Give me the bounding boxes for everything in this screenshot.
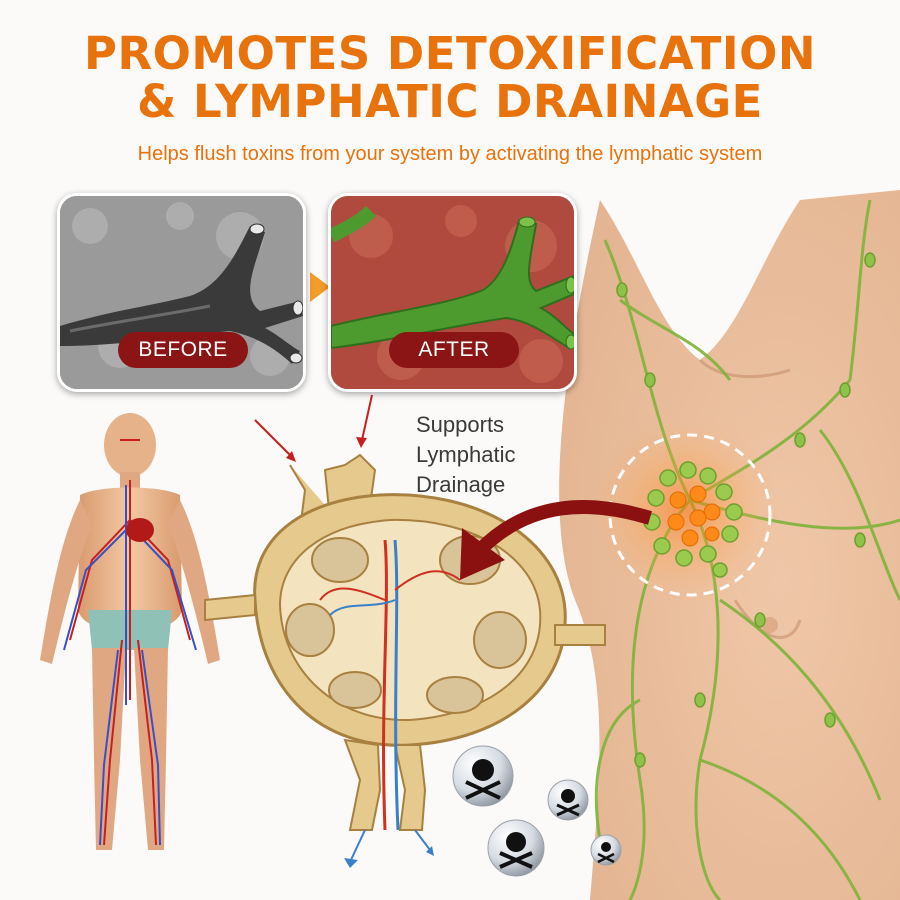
- skull-crossbones-icon: [487, 819, 545, 877]
- headline-line-2: & LYMPHATIC DRAINAGE: [137, 75, 763, 128]
- callout-line-3: Drainage: [416, 472, 506, 497]
- callout-text: Supports Lymphatic Drainage: [416, 410, 586, 500]
- callout-line-2: Lymphatic: [416, 442, 516, 467]
- after-label: AFTER: [389, 332, 519, 368]
- subheadline: Helps flush toxins from your system by a…: [137, 143, 763, 165]
- before-panel: BEFORE: [57, 193, 306, 392]
- torso-illustration: [559, 190, 900, 900]
- curved-arrow-icon: [460, 500, 653, 580]
- headline: PROMOTES DETOXIFICATION & LYMPHATIC DRAI…: [0, 30, 900, 126]
- before-label: BEFORE: [118, 332, 248, 368]
- after-vessel-image: [331, 196, 574, 389]
- skull-crossbones-icon: [590, 834, 622, 866]
- headline-line-1: PROMOTES DETOXIFICATION: [83, 27, 816, 80]
- callout-line-1: Supports: [416, 412, 505, 437]
- after-panel: AFTER: [328, 193, 577, 392]
- human-figure-illustration: [40, 413, 220, 850]
- toxin-bubbles: [452, 745, 622, 877]
- skull-crossbones-icon: [452, 745, 514, 807]
- skull-crossbones-icon: [547, 779, 589, 821]
- orange-arrow-icon: [310, 272, 330, 302]
